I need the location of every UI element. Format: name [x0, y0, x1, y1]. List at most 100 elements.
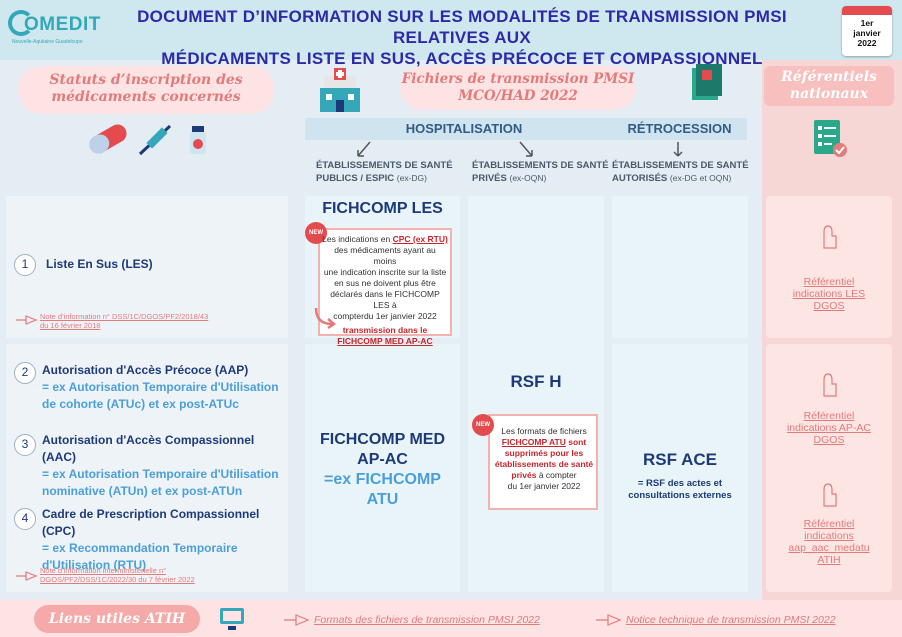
col-autorises-line-1: ÉTABLISSEMENTS DE SANTÉ [612, 160, 749, 171]
header-arrows [357, 141, 683, 157]
books-icon [692, 64, 722, 100]
arrow-icon [673, 142, 683, 157]
col-publics-line-2: PUBLICS / ESPIC [316, 173, 395, 184]
les-status-box [6, 196, 288, 338]
status-cpc-sub-1: = ex Recommandation Temporaire [42, 541, 238, 555]
aap-note-line-2: DGOS/PF2/DSS/1C/2022/30 du 7 février 202… [40, 575, 195, 584]
fichcomp-les-title: FICHCOMP LES [322, 200, 443, 217]
ref-les-line-1: Référentiel [803, 276, 855, 288]
ref-atih-line-2: indications [804, 530, 854, 542]
title-line-2: MÉDICAMENTS LISTE EN SUS, ACCÈS PRÉCOCE … [161, 49, 763, 68]
status-aap-title: Autorisation d'Accès Précoce (AAP) [42, 363, 249, 377]
statuts-section-title: Statuts d’inscription des médicaments co… [18, 66, 274, 114]
date-year: 2022 [857, 38, 877, 48]
les-note-line-2: du 16 février 2018 [40, 321, 101, 330]
fichiers-section-title: Fichiers de transmission PMSI MCO/HAD 20… [400, 66, 636, 110]
hand-pointer-icon [596, 614, 622, 626]
les-notice-box [318, 228, 452, 336]
col-autorises-tag: (ex-DG et OQN) [669, 173, 732, 183]
capsule-icon [89, 124, 127, 154]
rsfh-text-3: supprimés pour les [504, 448, 584, 458]
col-prives-header: ÉTABLISSEMENTS DE SANTÉ PRIVÉS (ex-OQN) [472, 160, 612, 185]
fichcomp-med-box [305, 344, 460, 592]
referentiels-title-line-1: Référentiels [781, 69, 877, 85]
status-les-title: Liste En Sus (LES) [46, 257, 153, 271]
checklist-icon [814, 120, 847, 157]
referentiel-aac-box [766, 344, 892, 592]
header-banner [0, 0, 902, 60]
les-note-link[interactable]: Note d'information n° DSS/1C/DGOS/PF2/20… [40, 312, 280, 330]
liens-utiles-label: Liens utiles ATIH [34, 605, 200, 633]
fichcomp-med-line-4: ATU [366, 491, 399, 508]
curved-arrow-icon [314, 307, 337, 330]
les-text-5: déclarés dans le FICHCOMP LES à [330, 289, 440, 310]
referentiel-les-link[interactable]: Référentiel indications LES DGOS [770, 276, 888, 312]
les-text-6: compterdu 1er janvier 2022 [333, 311, 437, 321]
referentiel-les-box [766, 196, 892, 338]
rsfh-text-1: Les formats de fichiers [501, 426, 587, 436]
fichcomp-med-line-2: AP-AC [357, 451, 408, 468]
fichiers-title-line-2: MCO/HAD 2022 [458, 88, 578, 104]
rsf-ace-box [612, 344, 748, 592]
rsfh-text-2: FICHCOMP ATU [501, 437, 566, 447]
aap-aac-cpc-status-box [6, 344, 288, 592]
les-text-2: des médicaments ayant au moins [334, 245, 436, 266]
rsf-h-title: RSF H [510, 372, 562, 391]
col-publics-tag: (ex-DG) [396, 173, 427, 183]
status-aap: Autorisation d'Accès Précoce (AAP) = ex … [42, 362, 282, 413]
col-autorises-line-2: AUTORISÉS [612, 173, 668, 184]
status-aap-sub-2: de cohorte (ATUc) et ex post-ATUc [42, 397, 239, 411]
rsfh-text-5: privés [511, 470, 537, 480]
arrow-icon [357, 141, 371, 157]
ref-atih-line-3: aap_aac_medatu [788, 542, 870, 554]
status-aac-sub-1: = ex Autorisation Temporaire d'Utilisati… [42, 467, 279, 481]
logo-subtitle: Nouvelle-Aquitaine Guadeloupe [12, 39, 83, 45]
new-badge-icon: NEW [305, 222, 327, 244]
referentiel-aac-link[interactable]: Référentiel indications AP-AC DGOS [770, 410, 888, 446]
logo-ring-icon [8, 10, 34, 36]
page-title: DOCUMENT D’INFORMATION SUR LES MODALITÉS… [92, 6, 832, 69]
les-text-cpc: CPC (ex RTU) [392, 234, 448, 244]
rsfh-text-5b: à compter [538, 470, 577, 480]
rsf-ace-sub-2: consultations externes [628, 490, 732, 501]
arrow-icon [519, 141, 533, 157]
status-cpc: Cadre de Prescription Compassionnel (CPC… [42, 506, 286, 574]
hospitalisation-header: HOSPITALISATION [305, 118, 623, 140]
ref-atih-line-4: ATIH [817, 554, 841, 566]
status-aac: Autorisation d'Accès Compassionnel (AAC)… [42, 432, 286, 500]
hand-pointer-icon [284, 614, 310, 626]
status-cpc-title: Cadre de Prescription Compassionnel (CPC… [42, 507, 260, 538]
les-text-3: une indication inscrite sur la liste [323, 267, 447, 277]
notice-link[interactable]: Notice technique de transmission PMSI 20… [626, 614, 836, 626]
logo-text: OMEDIT [24, 14, 101, 35]
omedit-logo: OMEDIT Nouvelle-Aquitaine Guadeloupe [8, 8, 100, 48]
hand-pointer-icon [823, 225, 837, 249]
vial-icon [190, 126, 206, 154]
retrocession-header: RÉTROCESSION [612, 118, 747, 140]
fichiers-title-line-1: Fichiers de transmission PMSI [401, 71, 635, 87]
aap-note-link[interactable]: Note d'information interministérielle n°… [40, 566, 280, 584]
hand-pointer-icon [16, 315, 38, 325]
syringe-icon [138, 124, 172, 156]
col-publics-line-1: ÉTABLISSEMENTS DE SANTÉ [316, 160, 453, 171]
referentiels-section-title: Référentiels nationaux [764, 66, 894, 106]
hospital-icon [320, 68, 360, 112]
referentiel-atih-link[interactable]: Référentiel indications aap_aac_medatu A… [770, 518, 888, 566]
new-badge-icon: NEW [472, 414, 494, 436]
date-month: janvier [853, 28, 881, 38]
status-aap-sub-1: = ex Autorisation Temporaire d'Utilisati… [42, 380, 279, 394]
formats-link[interactable]: Formats des fichiers de transmission PMS… [314, 614, 540, 626]
les-text-1: Les indications en [322, 234, 391, 244]
status-number: 4 [14, 508, 36, 530]
ref-aac-line-2: indications AP-AC [786, 422, 872, 434]
ref-aac-line-3: DGOS [813, 434, 845, 446]
hand-pointer-icon [823, 483, 837, 507]
status-number: 2 [14, 362, 36, 384]
status-aac-title: Autorisation d'Accès Compassionnel (AAC) [42, 433, 255, 464]
fichcomp-med-line-1: FICHCOMP MED [319, 431, 446, 448]
les-text-4: en sus ne doivent plus être [334, 278, 436, 288]
rsf-ace-title: RSF ACE [643, 450, 717, 469]
status-number: 3 [14, 434, 36, 456]
les-text-8: FICHCOMP MED AP-AC [337, 336, 433, 346]
ref-les-line-2: indications LES [792, 288, 866, 300]
